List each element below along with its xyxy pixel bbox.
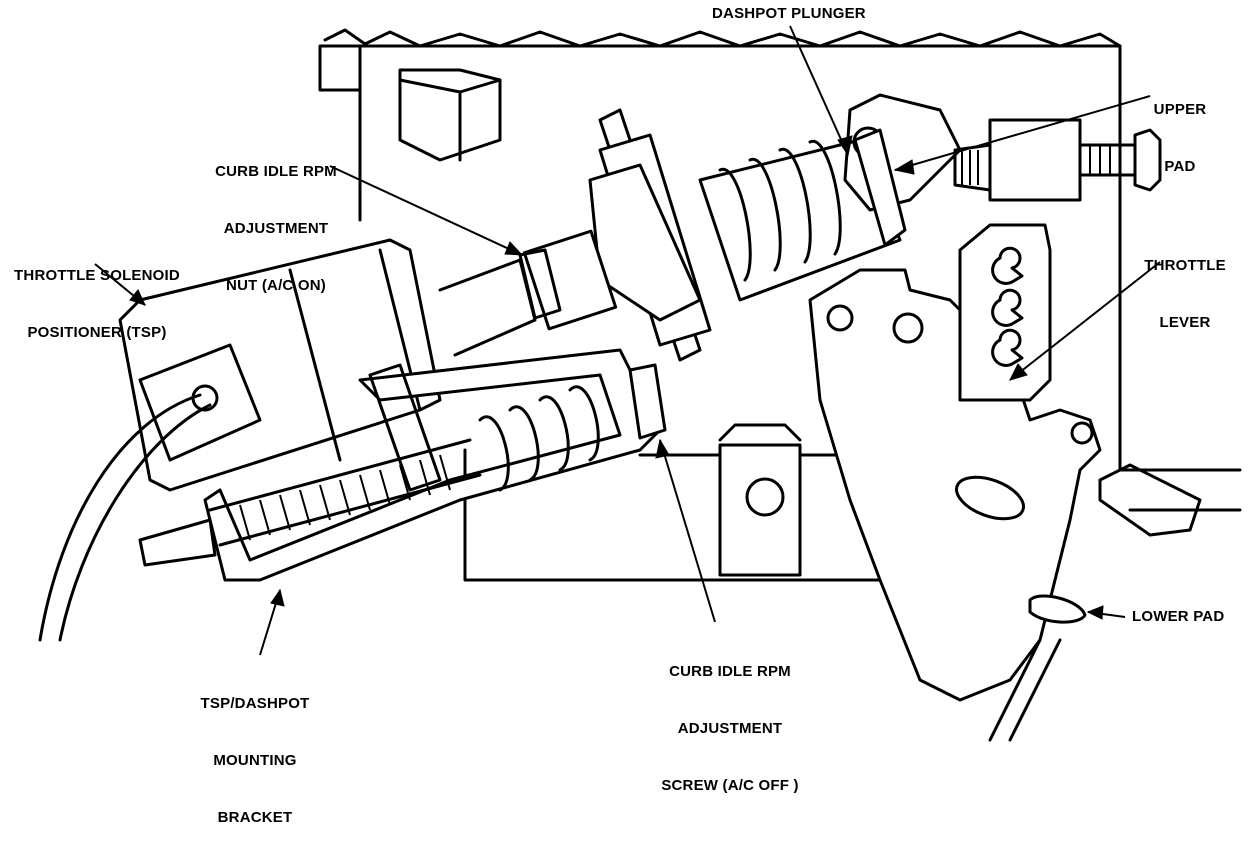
label-throttle-lever: THROTTLE LEVER bbox=[1130, 218, 1240, 351]
label-mounting-bracket-line1: TSP/DASHPOT bbox=[200, 695, 310, 712]
label-throttle-lever-line1: THROTTLE bbox=[1144, 257, 1226, 274]
body-boss bbox=[718, 423, 802, 577]
dashpot bbox=[518, 108, 907, 362]
diagram-stage: DASHPOT PLUNGER UPPER PAD CURB IDLE RPM … bbox=[2, 5, 1242, 826]
throttle-lever-shape bbox=[808, 268, 1102, 742]
label-tsp-line2: POSITIONER (TSP) bbox=[27, 324, 167, 341]
mechanism-illustration bbox=[38, 25, 1242, 742]
label-mounting-bracket-line2: MOUNTING bbox=[213, 752, 297, 769]
label-lower-pad: LOWER PAD bbox=[1132, 608, 1225, 625]
label-curb-idle-nut-line3: NUT (A/C ON) bbox=[226, 277, 326, 294]
leader-lines bbox=[94, 25, 1161, 656]
label-tsp-line1: THROTTLE SOLENOID bbox=[14, 267, 180, 284]
label-curb-idle-screw-line3: SCREW (A/C OFF ) bbox=[661, 777, 799, 794]
mounting-bracket bbox=[203, 348, 662, 582]
tsp-body bbox=[38, 238, 537, 642]
label-dashpot-plunger: DASHPOT PLUNGER bbox=[712, 5, 866, 22]
curb-idle-screw bbox=[138, 363, 667, 567]
label-upper-pad-line1: UPPER bbox=[1153, 101, 1207, 118]
label-mounting-bracket: TSP/DASHPOT MOUNTING BRACKET bbox=[180, 656, 330, 846]
label-curb-idle-nut: CURB IDLE RPM ADJUSTMENT NUT (A/C ON) bbox=[186, 124, 366, 314]
label-throttle-lever-line2: LEVER bbox=[1159, 314, 1211, 331]
lever-bracket bbox=[958, 223, 1052, 402]
upper-pad-bolt bbox=[843, 93, 1162, 212]
label-curb-idle-screw-line2: ADJUSTMENT bbox=[677, 720, 783, 737]
label-tsp: THROTTLE SOLENOID POSITIONER (TSP) bbox=[2, 228, 192, 361]
label-upper-pad-line2: PAD bbox=[1164, 158, 1196, 175]
label-curb-idle-screw: CURB IDLE RPM ADJUSTMENT SCREW (A/C OFF … bbox=[640, 624, 820, 814]
label-upper-pad: UPPER PAD bbox=[1140, 62, 1220, 195]
label-curb-idle-nut-line1: CURB IDLE RPM bbox=[215, 163, 337, 180]
lower-pad-part bbox=[1028, 463, 1242, 624]
label-curb-idle-nut-line2: ADJUSTMENT bbox=[223, 220, 329, 237]
label-mounting-bracket-line3: BRACKET bbox=[217, 809, 293, 826]
label-curb-idle-screw-line1: CURB IDLE RPM bbox=[669, 663, 791, 680]
